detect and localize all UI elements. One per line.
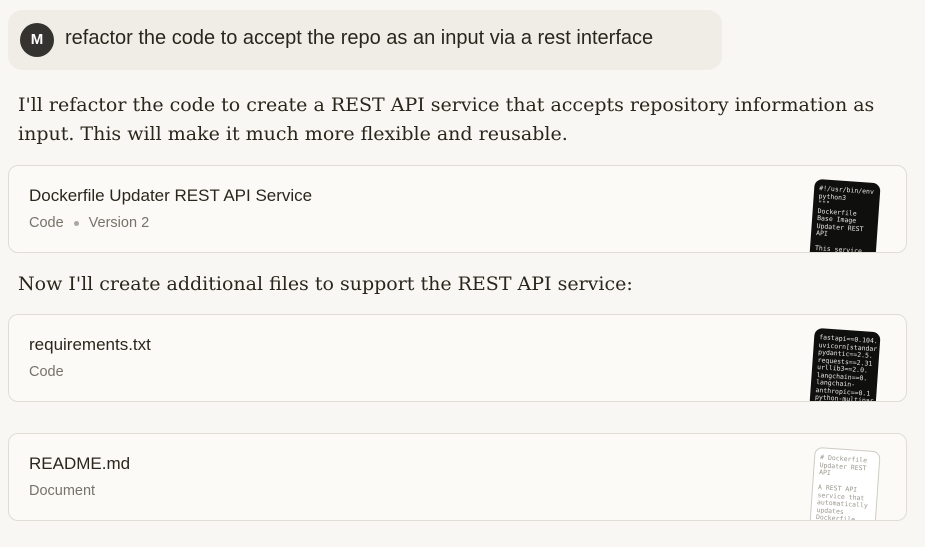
user-message-bubble: M refactor the code to accept the repo a…: [8, 10, 722, 70]
assistant-reply-paragraph-1: I'll refactor the code to create a REST …: [18, 94, 875, 145]
separator-dot-icon: [73, 220, 79, 226]
user-message-text: refactor the code to accept the repo as …: [65, 27, 654, 49]
artifact-meta: Code: [29, 364, 64, 380]
artifact-meta: Code Version 2: [29, 215, 149, 231]
artifact-type: Code: [29, 215, 64, 231]
assistant-reply-paragraph-2: Now I'll create additional files to supp…: [18, 273, 633, 295]
artifact-version: Version 2: [88, 215, 150, 231]
artifact-thumbnail-preview: # Dockerfile Updater REST API A REST API…: [809, 446, 881, 520]
user-avatar[interactable]: M: [20, 23, 54, 57]
artifact-thumbnail-preview: #!/usr/bin/env python3 """ Dockerfile Ba…: [809, 178, 881, 252]
artifact-type: Code: [29, 364, 64, 380]
artifact-meta: Document: [29, 483, 95, 499]
artifact-title: README.md: [29, 454, 131, 473]
artifact-card-dockerfile-updater[interactable]: Dockerfile Updater REST API Service Code…: [8, 165, 907, 253]
artifact-title: Dockerfile Updater REST API Service: [29, 186, 313, 205]
artifact-thumbnail-preview: fastapi==0.104. uvicorn[standar pydantic…: [809, 327, 881, 401]
artifact-type: Document: [29, 483, 96, 499]
artifact-title: requirements.txt: [29, 335, 151, 354]
artifact-card-readme[interactable]: README.md Document # Dockerfile Updater …: [8, 433, 907, 521]
artifact-card-requirements[interactable]: requirements.txt Code fastapi==0.104. uv…: [8, 314, 907, 402]
